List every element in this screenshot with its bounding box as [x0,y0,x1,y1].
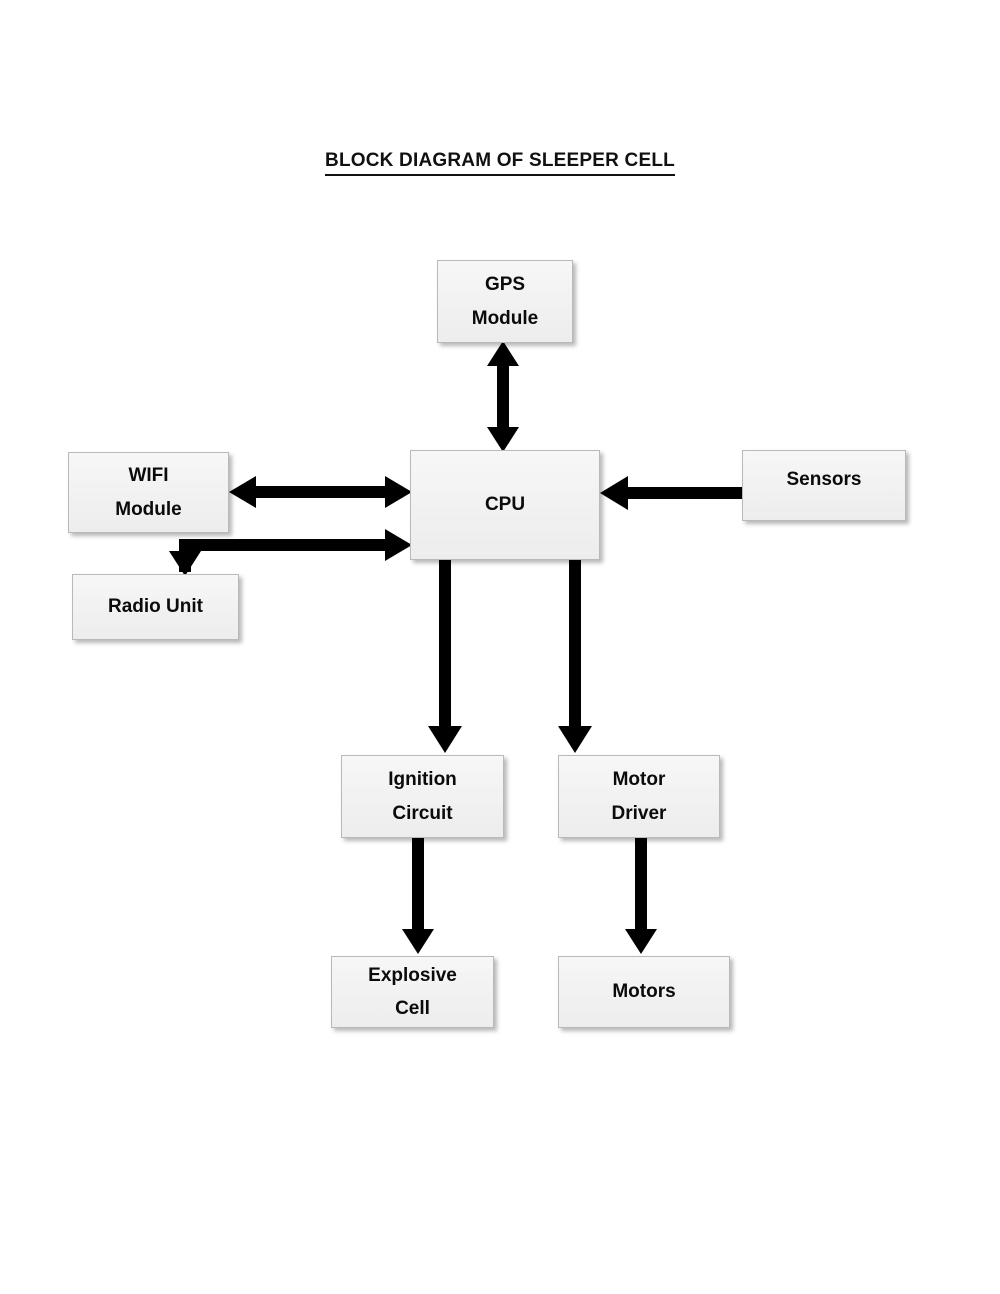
block-gps-module[interactable]: GPS Module [437,260,573,343]
block-motors-line1: Motors [612,981,676,1003]
block-explosive-cell[interactable]: Explosive Cell [331,956,494,1028]
connector-cpu-ignition [428,560,462,753]
block-ignition-circuit[interactable]: Ignition Circuit [341,755,504,838]
block-motor-driver-line2: Driver [611,802,667,824]
block-cpu[interactable]: CPU [410,450,600,560]
page-title-text: BLOCK DIAGRAM OF SLEEPER CELL [325,150,675,176]
block-radio-unit-line1: Radio Unit [108,596,203,618]
block-explosive-cell-line2: Cell [395,998,430,1019]
block-motor-driver[interactable]: Motor Driver [558,755,720,838]
page-title: BLOCK DIAGRAM OF SLEEPER CELL [0,150,1000,176]
block-motors[interactable]: Motors [558,956,730,1028]
block-gps-module-line2: Module [471,307,539,329]
block-ignition-circuit-line2: Circuit [392,802,453,824]
connector-sensors-cpu [600,476,743,510]
block-ignition-circuit-line1: Ignition [388,769,457,791]
block-wifi-module[interactable]: WIFI Module [68,452,229,533]
block-explosive-cell-line1: Explosive [368,964,457,986]
connector-cpu-wifi [229,476,412,508]
block-motor-driver-line1: Motor [612,769,666,791]
connector-ignition-explosive [402,838,434,954]
block-wifi-module-line1: WIFI [128,465,169,487]
connector-motordriver-motors [625,838,657,954]
block-gps-module-line1: GPS [484,274,526,296]
block-sensors[interactable]: Sensors [742,450,906,521]
connector-cpu-radio [169,529,412,576]
block-cpu-line1: CPU [484,494,526,516]
block-sensors-line1: Sensors [786,469,862,490]
connector-cpu-motordriver [558,560,592,753]
block-wifi-module-line2: Module [115,498,182,520]
connector-cpu-gps [487,341,519,452]
block-radio-unit[interactable]: Radio Unit [72,574,239,640]
